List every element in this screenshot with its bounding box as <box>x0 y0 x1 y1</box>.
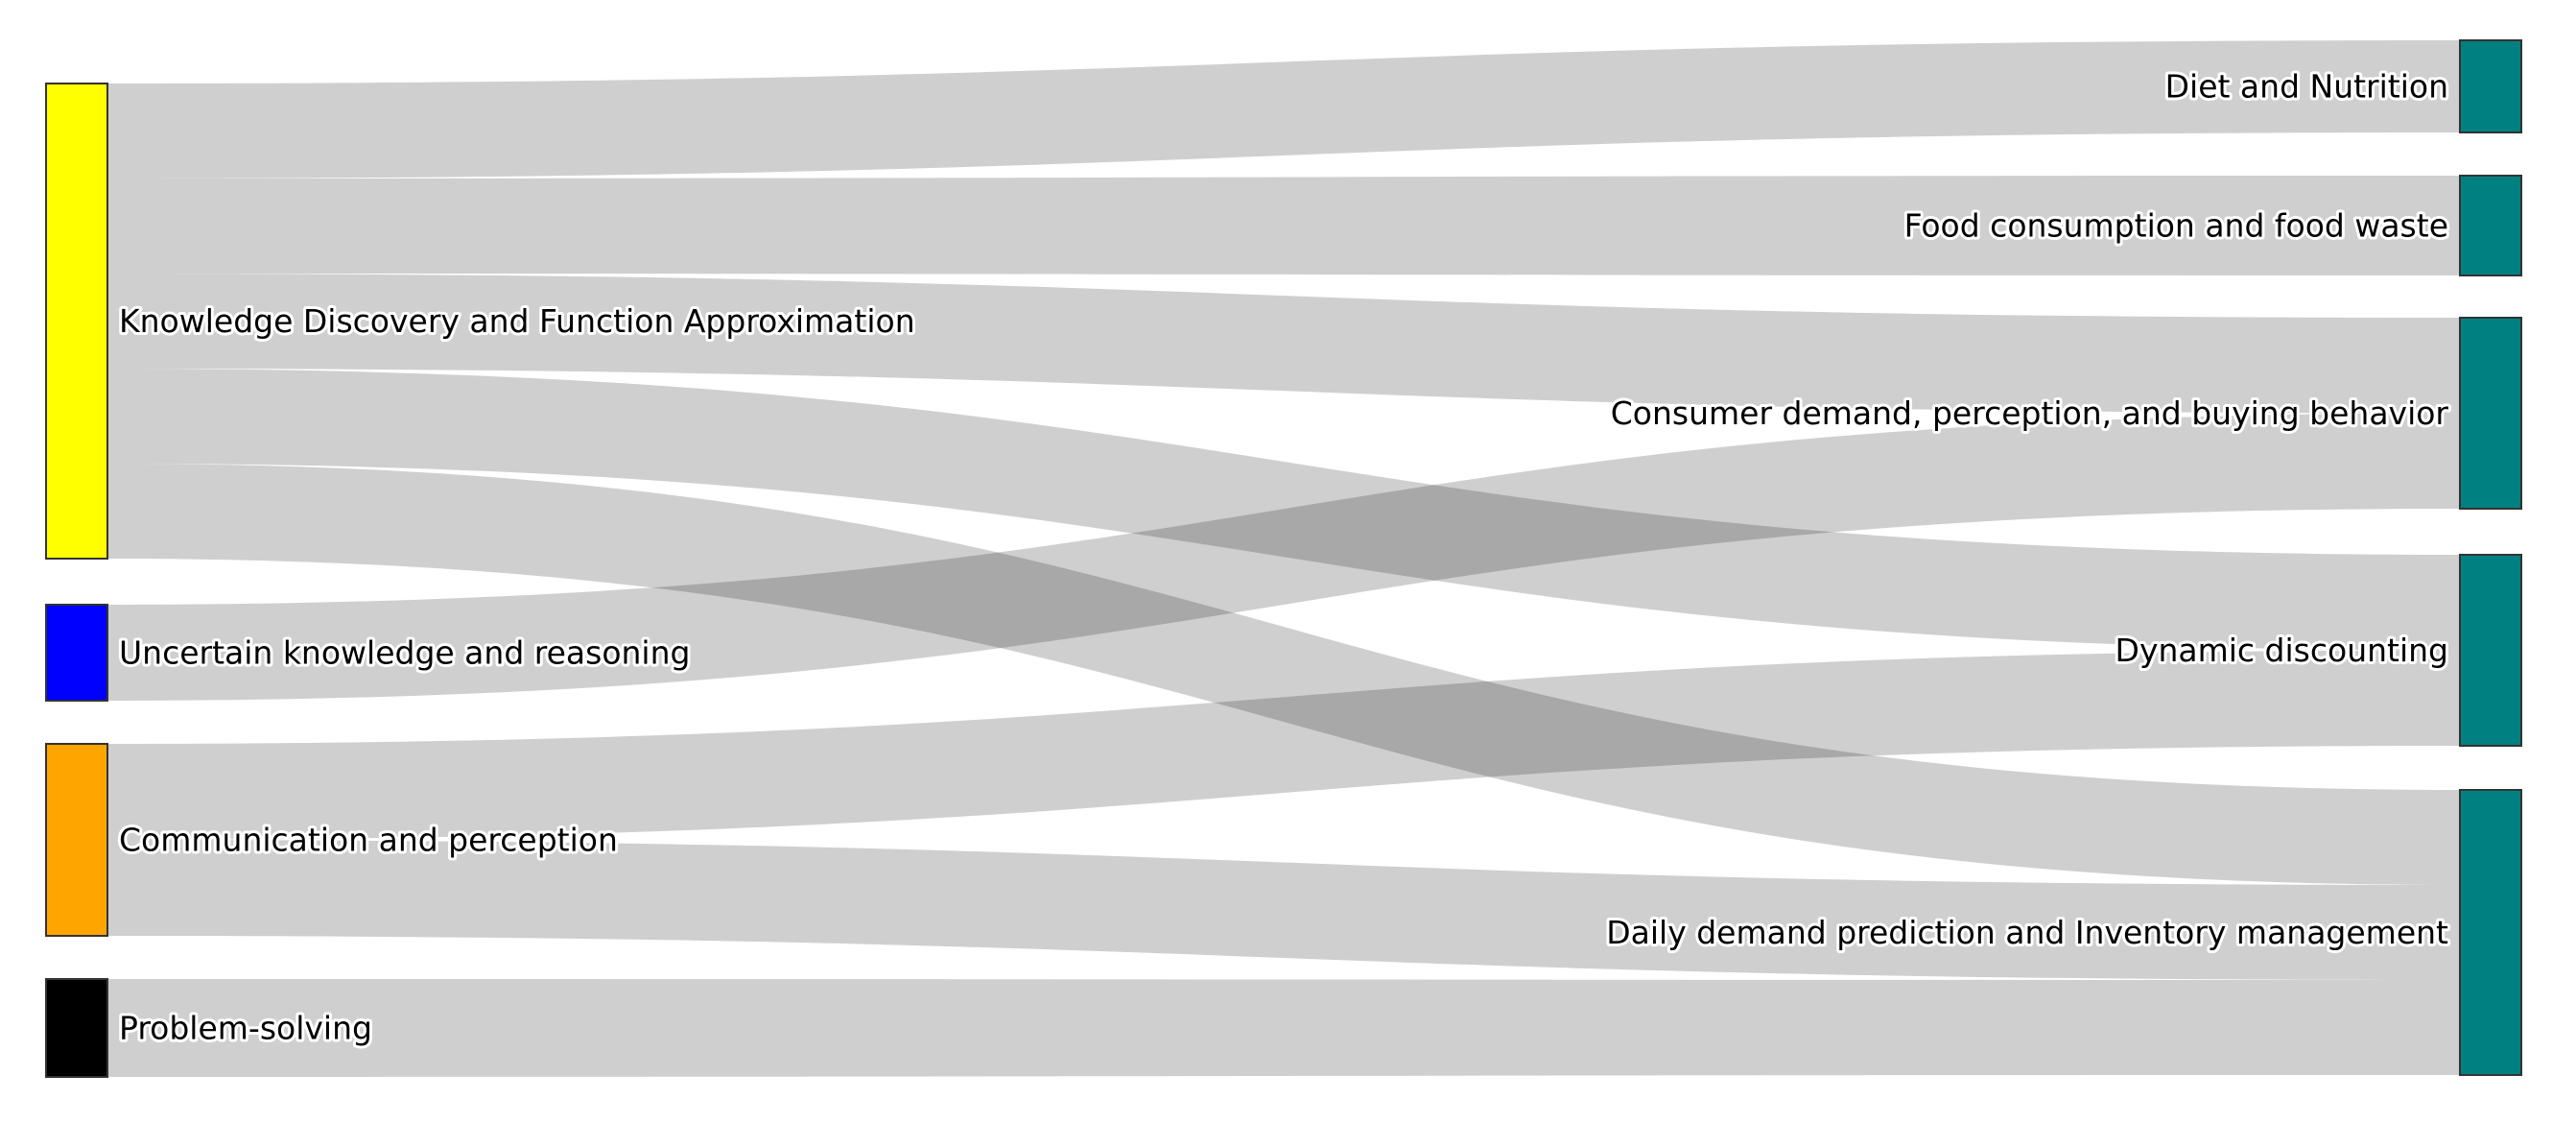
link-kdfa-dynamic[interactable] <box>107 369 2460 651</box>
node-label-ps: Problem-solving <box>119 1010 372 1047</box>
link-ps-daily[interactable] <box>107 979 2460 1077</box>
link-ukr-consumer[interactable] <box>107 413 2460 702</box>
link-kdfa-diet[interactable] <box>107 40 2460 179</box>
node-ukr[interactable] <box>45 604 108 702</box>
node-cp[interactable] <box>45 743 108 937</box>
node-food[interactable] <box>2459 175 2522 276</box>
link-cp-dynamic[interactable] <box>107 650 2460 841</box>
node-label-ukr: Uncertain knowledge and reasoning <box>119 634 690 672</box>
link-kdfa-food[interactable] <box>107 176 2460 275</box>
node-ps[interactable] <box>45 978 108 1078</box>
node-dynamic[interactable] <box>2459 554 2522 747</box>
node-kdfa[interactable] <box>45 83 108 560</box>
node-consumer[interactable] <box>2459 317 2522 510</box>
sankey-nodes-layer <box>45 39 2522 1078</box>
link-kdfa-consumer[interactable] <box>107 274 2460 414</box>
node-label-diet: Diet and Nutrition <box>2165 68 2448 106</box>
node-label-daily: Daily demand prediction and Inventory ma… <box>1606 914 2448 951</box>
node-diet[interactable] <box>2459 39 2522 133</box>
node-label-consumer: Consumer demand, perception, and buying … <box>1611 394 2449 432</box>
node-label-cp: Communication and perception <box>119 822 618 859</box>
sankey-links-layer <box>107 40 2460 1077</box>
sankey-labels-layer: Knowledge Discovery and Function Approxi… <box>116 65 2451 1050</box>
node-label-food: Food consumption and food waste <box>1904 207 2448 245</box>
link-cp-daily[interactable] <box>107 840 2460 980</box>
node-label-kdfa: Knowledge Discovery and Function Approxi… <box>119 302 915 340</box>
link-kdfa-daily[interactable] <box>107 464 2460 885</box>
node-label-dynamic: Dynamic discounting <box>2115 632 2448 669</box>
node-daily[interactable] <box>2459 789 2522 1076</box>
